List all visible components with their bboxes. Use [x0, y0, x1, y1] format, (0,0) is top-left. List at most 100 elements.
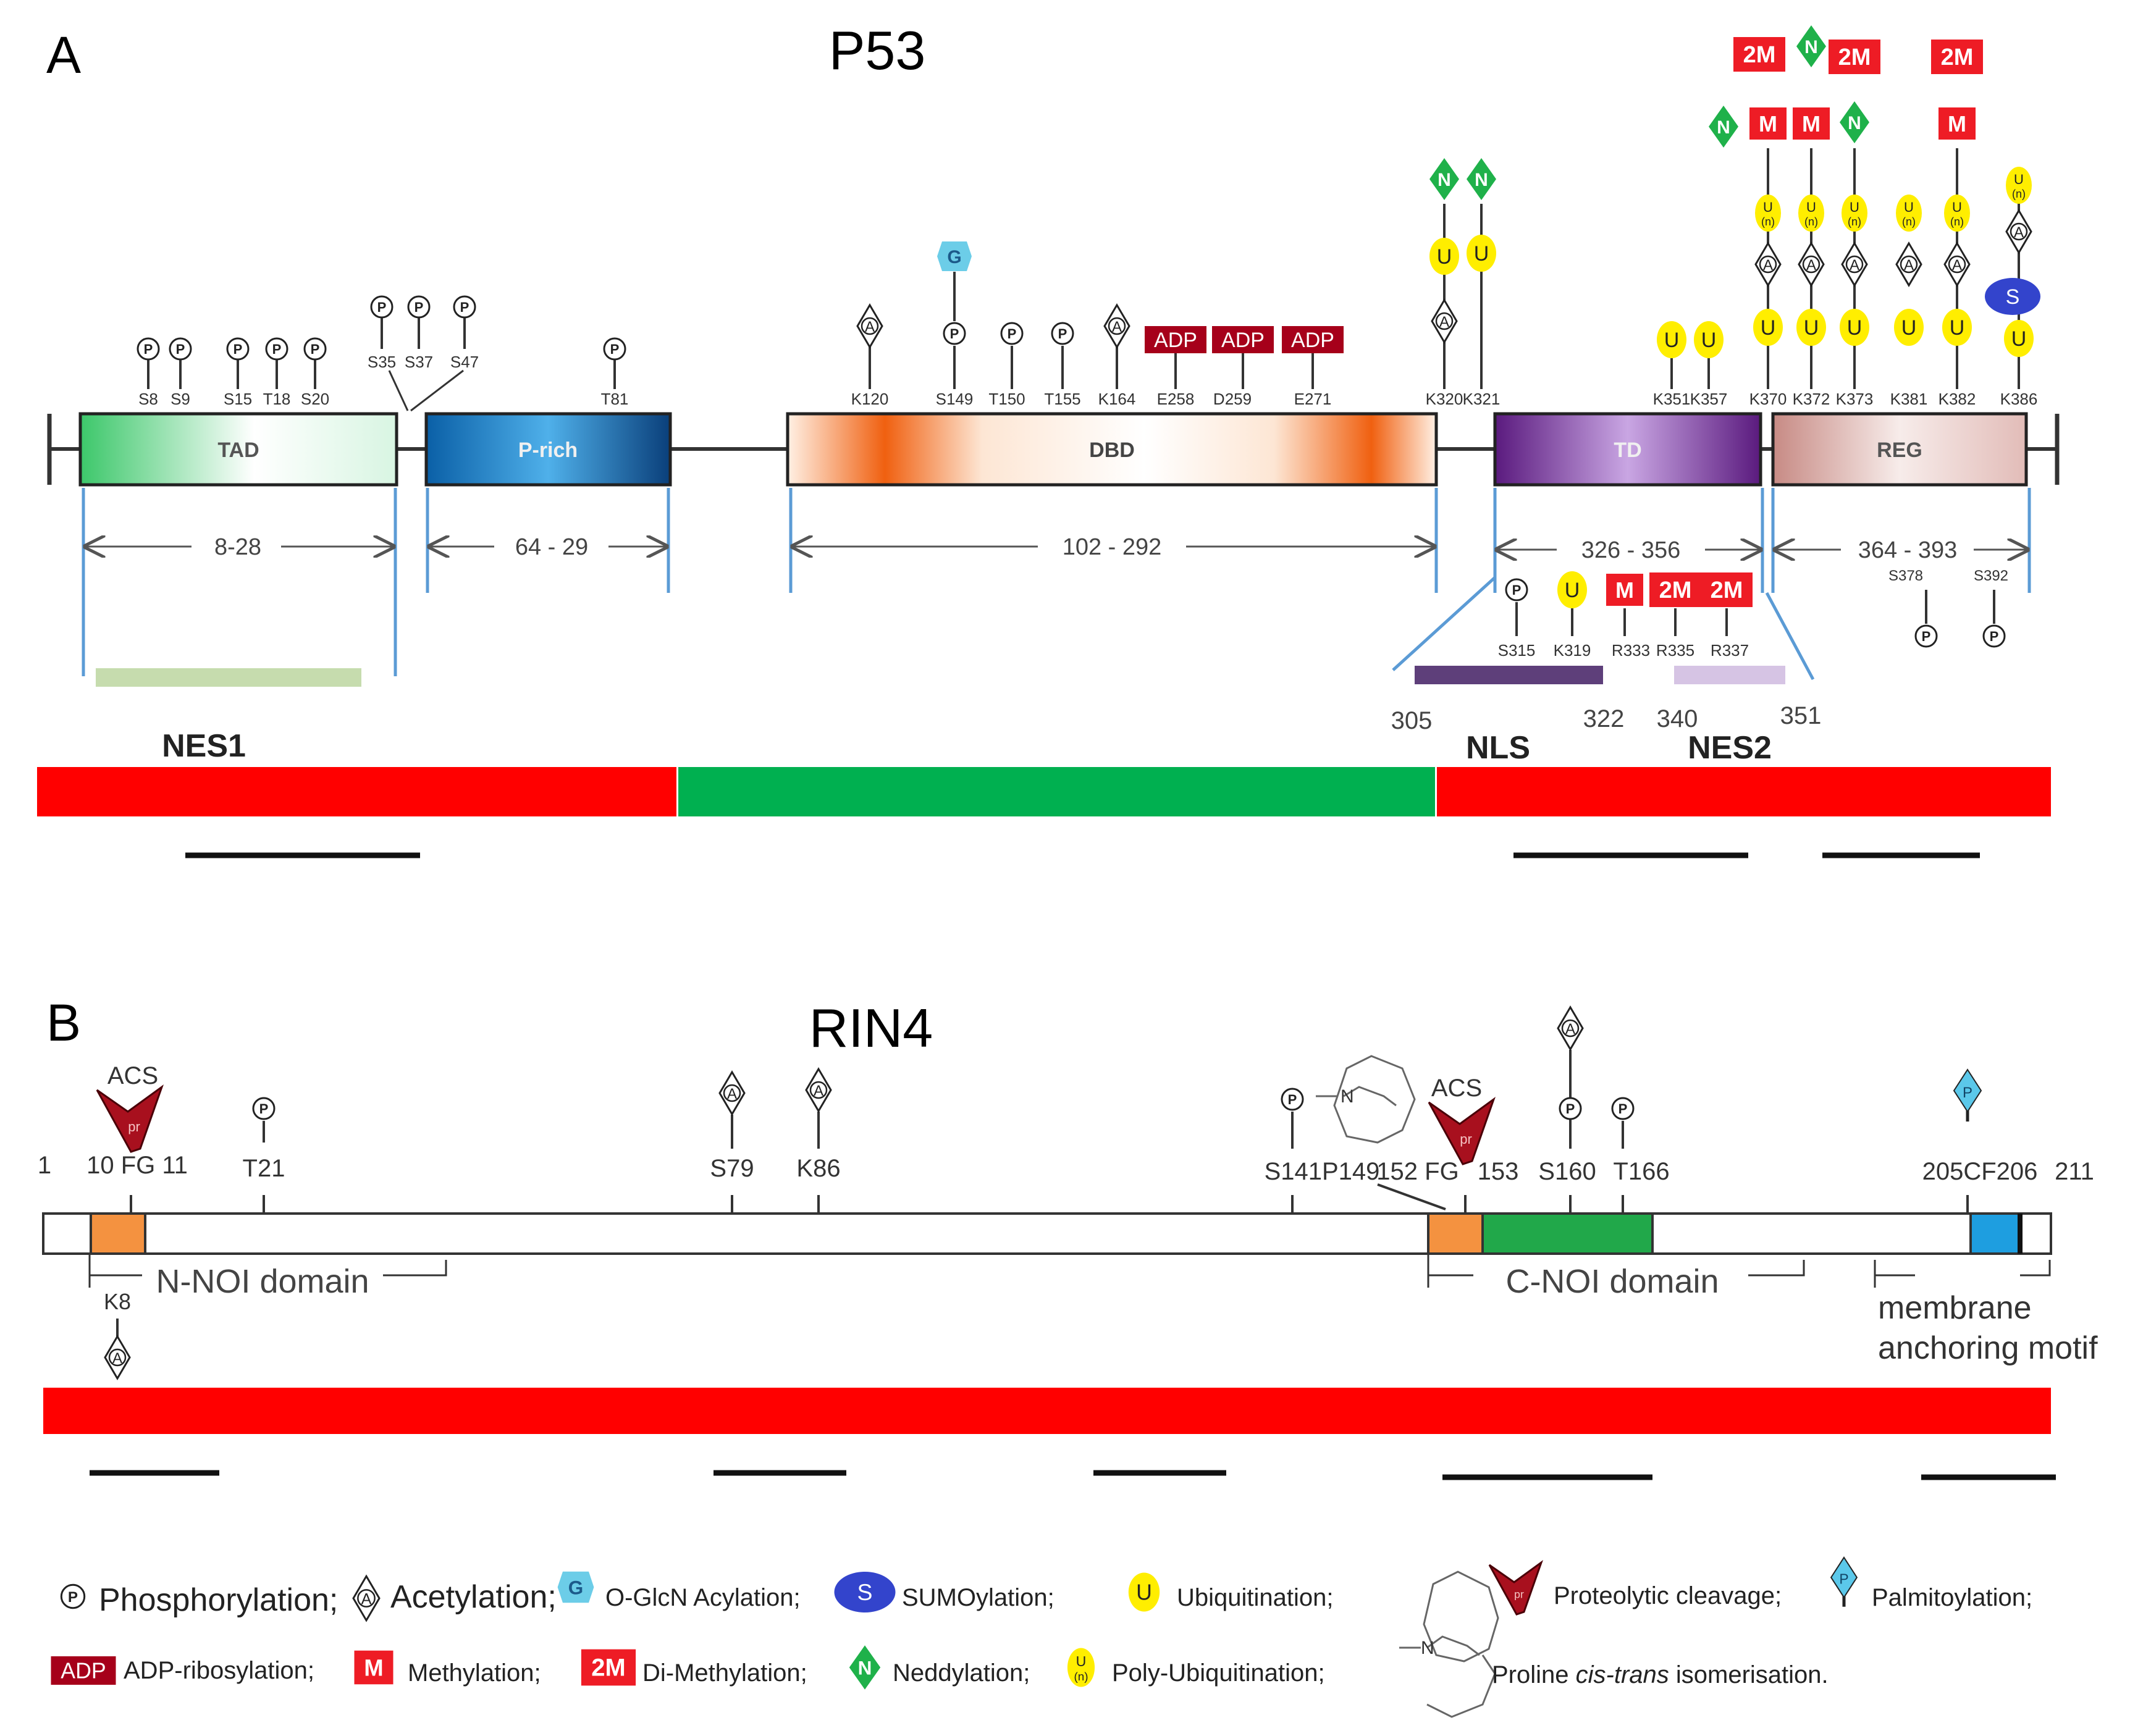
poly-badge: U(n)	[1896, 195, 1922, 232]
nedd-letter: N	[1475, 170, 1488, 190]
phospho-badge: P	[1559, 1097, 1582, 1120]
acetyl-letter: A	[1763, 257, 1773, 274]
phospho-letter: P	[1512, 582, 1522, 598]
legend-proline-isomerisation: Proline cis-trans isomerisation.	[1492, 1661, 1829, 1688]
methyl-letter: M	[1948, 111, 1966, 136]
phospho-letter: P	[1922, 629, 1931, 644]
phospho-letter: P	[377, 300, 387, 315]
dimethyl-text: 2M	[1659, 577, 1692, 603]
glcnac-letter: G	[568, 1577, 584, 1599]
phospho-badge: P	[1611, 1097, 1635, 1120]
acetyl-letter: A	[1904, 257, 1914, 274]
methyl-badge: M	[1749, 107, 1787, 140]
site-label-tad: S20	[301, 390, 329, 408]
ubiquitin-letter: U	[1474, 242, 1489, 266]
poly-badge: U(n)	[1944, 195, 1970, 232]
nedd-badge: N	[1796, 25, 1826, 67]
region-305: 305	[1391, 707, 1433, 734]
phospho-letter: P	[234, 342, 243, 357]
p53-title: P53	[829, 20, 926, 81]
rin4-title: RIN4	[809, 997, 933, 1059]
legend-sumoylation: SUMOylation;	[902, 1584, 1054, 1611]
poly-sub: (n)	[1074, 1671, 1088, 1684]
rin4-ticks	[130, 1183, 1969, 1212]
pos-label-t21: T21	[243, 1155, 285, 1182]
site-label-e271: E271	[1294, 390, 1332, 408]
methyl-badge: M	[1938, 107, 1976, 140]
nls-bar	[1415, 666, 1603, 684]
nes1-bar	[96, 668, 361, 687]
pos-label-153: 153	[1478, 1158, 1519, 1185]
fg-motif-n	[90, 1212, 146, 1255]
acs-label-c: ACS	[1431, 1075, 1482, 1102]
range-tad: 8-28	[214, 534, 261, 560]
pos-label-s160: S160	[1538, 1158, 1596, 1185]
region-322: 322	[1583, 705, 1625, 732]
site-label-t155: T155	[1044, 390, 1080, 408]
phospho-badge: P	[370, 295, 394, 319]
acetyl-badge: A	[352, 1574, 381, 1622]
phospho-letter: P	[68, 1589, 78, 1606]
site-label-tad: S15	[224, 390, 252, 408]
membrane-label: membrane	[1878, 1290, 2032, 1326]
ubiquitin-letter: U	[1950, 316, 1965, 340]
cleave-badge: pr	[1488, 1559, 1544, 1616]
rin4-black-segments	[90, 1470, 2056, 1480]
dimethyl-text: 2M	[1711, 577, 1743, 603]
phospho-letter: P	[144, 342, 153, 357]
pos-label-s79: S79	[710, 1155, 754, 1182]
phospho-badge: P	[943, 322, 966, 345]
adp-text: ADP	[61, 1659, 106, 1684]
legend-neddylation: Neddylation;	[893, 1659, 1030, 1687]
site-label-s149: S149	[936, 390, 974, 408]
panel-b-label: B	[46, 994, 81, 1052]
phospho-badge: P	[303, 337, 327, 361]
acetyl-badge: A	[2005, 209, 2032, 254]
phospho-letter: P	[272, 342, 282, 357]
pos-label-205cf206: 205CF206	[1922, 1158, 2038, 1185]
poly-badge: U(n)	[1067, 1648, 1095, 1687]
acs-label-n: ACS	[107, 1062, 158, 1089]
acetyl-badge: A	[1943, 241, 1971, 287]
ubiq-badge: U	[1894, 309, 1924, 346]
acetyl-letter: A	[865, 319, 875, 335]
dimethyl-text: 2M	[1838, 44, 1871, 70]
pos-label-k8: K8	[104, 1289, 131, 1314]
site-label-r337: R337	[1711, 641, 1749, 660]
pos-label-t166: T166	[1613, 1158, 1669, 1185]
methyl-badge: M	[354, 1650, 394, 1685]
domain-dbd-label: DBD	[1089, 438, 1135, 462]
cleave-badge: pr	[1428, 1096, 1496, 1165]
acetyl-letter: A	[1952, 257, 1962, 274]
site-label-s392: S392	[1974, 568, 2008, 584]
range-reg: 364 - 393	[1858, 537, 1958, 563]
domain-tad-label: TAD	[217, 438, 259, 462]
legend: Phosphorylation; Acetylation; O-GlcN Acy…	[99, 1570, 2032, 1718]
site-label-tad: S47	[450, 353, 479, 371]
poly-sub: (n)	[2012, 188, 2026, 200]
pos-label-s141p149: S141P149	[1265, 1158, 1380, 1185]
acetyl-badge: A	[104, 1335, 131, 1380]
nedd-letter: N	[1438, 170, 1451, 190]
pos-label-1: 1	[38, 1152, 51, 1179]
site-label-tad: S37	[405, 353, 433, 371]
proline-structure-icon: N	[1316, 1055, 1416, 1144]
pos-label-211: 211	[2055, 1158, 2094, 1185]
phospho-letter: P	[1566, 1101, 1575, 1117]
palm-badge: P	[1830, 1556, 1858, 1607]
dimethyl-badge: 2M	[1829, 40, 1880, 74]
nedd-letter: N	[1717, 117, 1730, 138]
domain-reg-label: REG	[1877, 438, 1922, 462]
ubiq-badge: U	[1753, 309, 1783, 346]
phospho-badge: P	[137, 337, 160, 361]
phospho-badge: P	[169, 337, 192, 361]
phospho-letter: P	[1008, 326, 1017, 342]
domain-tad: TAD	[78, 412, 398, 487]
nedd-badge: N	[849, 1645, 881, 1690]
cleavage-text: pr	[128, 1119, 140, 1134]
adp-badge: ADP	[51, 1656, 116, 1685]
legend-adp-ribosylation: ADP-ribosylation;	[124, 1657, 314, 1684]
